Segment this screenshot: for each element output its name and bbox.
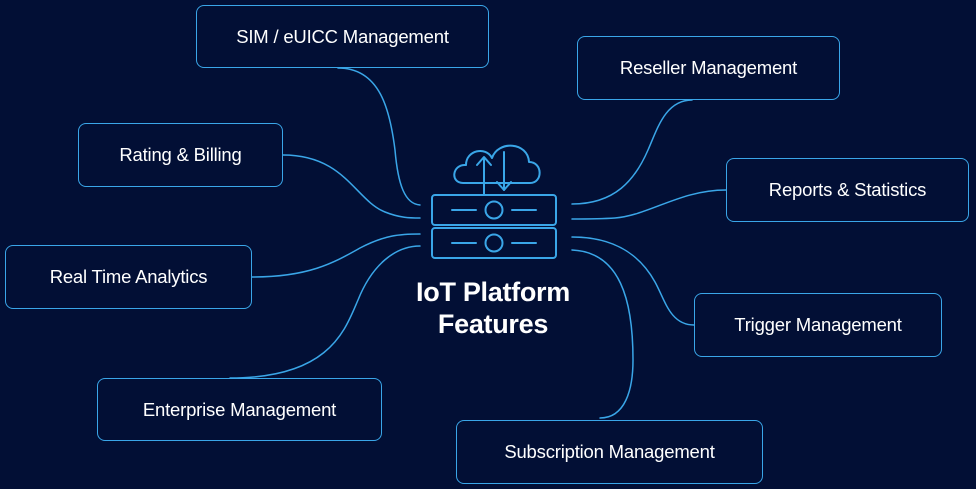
node-reseller-management: Reseller Management — [577, 36, 840, 100]
node-sim-euicc-management: SIM / eUICC Management — [196, 5, 489, 68]
center-title-line1: IoT Platform — [416, 277, 570, 307]
center-title: IoT Platform Features — [380, 276, 606, 340]
node-rating-billing: Rating & Billing — [78, 123, 283, 187]
node-trigger-management: Trigger Management — [694, 293, 942, 357]
connector-realtime — [251, 233, 421, 278]
node-enterprise-management: Enterprise Management — [97, 378, 382, 441]
connector-trigger — [571, 236, 695, 326]
connector-rating — [282, 154, 421, 219]
connector-reseller — [571, 99, 693, 205]
connector-sim — [337, 67, 421, 206]
connector-subscription — [571, 249, 634, 419]
center-title-line2: Features — [437, 309, 549, 339]
node-reports-statistics: Reports & Statistics — [726, 158, 969, 222]
node-real-time-analytics: Real Time Analytics — [5, 245, 252, 309]
connector-reports — [571, 189, 727, 220]
connector-enterprise — [229, 245, 421, 379]
cloud-server-icon — [431, 144, 557, 259]
node-subscription-management: Subscription Management — [456, 420, 763, 484]
